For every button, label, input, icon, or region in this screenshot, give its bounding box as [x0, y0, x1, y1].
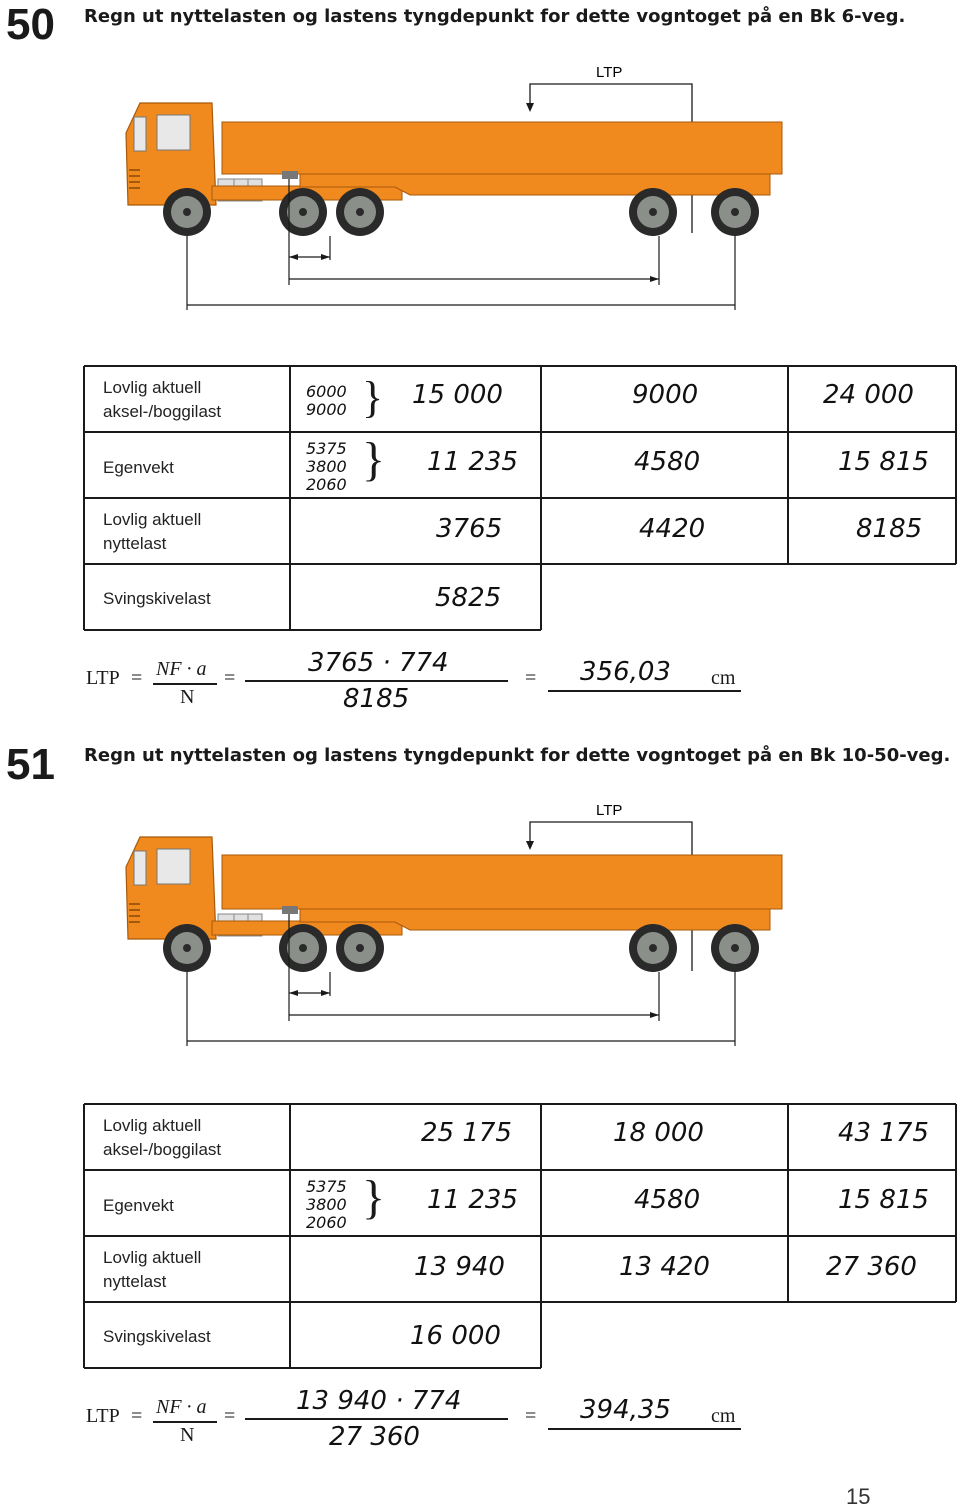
cell-value: 4420 — [639, 514, 706, 544]
formula-eq: = — [224, 667, 236, 689]
cell-value: 13 420 — [619, 1252, 710, 1282]
table-grid — [83, 365, 957, 631]
formula-num: NF · a — [156, 658, 207, 680]
cell-value: 4580 — [634, 1185, 701, 1215]
cell-value: 8185 — [856, 514, 923, 544]
truck-diagram: LTP — [125, 64, 783, 310]
formula-unit: cm — [711, 1405, 736, 1427]
trailer-platform — [221, 121, 783, 175]
fraction-bar — [245, 680, 508, 682]
row-label: Svingskivelast — [103, 589, 211, 608]
row-label: Svingskivelast — [103, 1327, 211, 1346]
formula-lhs: LTP — [86, 1405, 120, 1427]
formula-lhs: LTP — [86, 667, 120, 689]
row-label: Egenvekt — [103, 1196, 174, 1215]
formula-den: N — [180, 686, 195, 708]
formula-eq: = — [224, 1405, 236, 1427]
brace: } — [362, 433, 386, 486]
cell-value: 3765 — [436, 514, 503, 544]
ltp-label: LTP — [596, 802, 622, 819]
cell-value: 4580 — [634, 447, 701, 477]
formula-numerator: 13 940 · 774 — [296, 1386, 462, 1416]
fraction-bar — [245, 1418, 508, 1420]
ltp-label: LTP — [596, 64, 622, 81]
cell-value: 43 175 — [838, 1118, 929, 1148]
cell-value: 27 360 — [826, 1252, 917, 1282]
formula-result: 394,35 — [580, 1395, 671, 1425]
answer-line — [548, 690, 741, 692]
task-number: 51 — [6, 740, 55, 789]
formula-numerator: 3765 · 774 — [308, 648, 449, 678]
formula-eq: = — [525, 1405, 537, 1427]
cell-value: 15 000 — [412, 380, 503, 410]
cell-value: 24 000 — [823, 380, 914, 410]
wheels — [163, 188, 759, 236]
trailer-platform — [221, 854, 783, 910]
formula-eq: = — [525, 667, 537, 689]
formula-unit: cm — [711, 667, 736, 689]
answer-line — [548, 1428, 741, 1430]
truck-diagram: LTP — [125, 802, 783, 1046]
formula-denominator: 27 360 — [329, 1422, 420, 1452]
formula-eq: = — [131, 1405, 143, 1427]
cell-value: 13 940 — [414, 1252, 505, 1282]
cell-value: 11 235 — [427, 447, 518, 477]
table-grid — [83, 1103, 957, 1369]
wheels — [163, 924, 759, 972]
cell-value: 18 000 — [613, 1118, 704, 1148]
cell-value: 25 175 — [421, 1118, 512, 1148]
fraction-bar — [153, 1421, 217, 1423]
cell-value: 16 000 — [410, 1321, 501, 1351]
formula-eq: = — [131, 667, 143, 689]
brace: } — [362, 1171, 386, 1224]
formula-result: 356,03 — [580, 657, 671, 687]
cell-value: 11 235 — [427, 1185, 518, 1215]
row-label: Egenvekt — [103, 458, 174, 477]
task-text: Regn ut nyttelasten og lastens tyngdepun… — [84, 6, 906, 27]
brace: } — [362, 373, 384, 422]
cell-value: 15 815 — [838, 1185, 929, 1215]
task-number: 50 — [6, 0, 55, 49]
task-text: Regn ut nyttelasten og lastens tyngdepun… — [84, 745, 951, 766]
cell-value: 15 815 — [838, 447, 929, 477]
formula-num: NF · a — [156, 1396, 207, 1418]
fraction-bar — [153, 683, 217, 685]
cell-value: 5825 — [435, 583, 502, 613]
formula-den: N — [180, 1424, 195, 1446]
formula-denominator: 8185 — [343, 684, 410, 714]
page-number: 15 — [846, 1484, 871, 1509]
cell-value: 9000 — [632, 380, 699, 410]
